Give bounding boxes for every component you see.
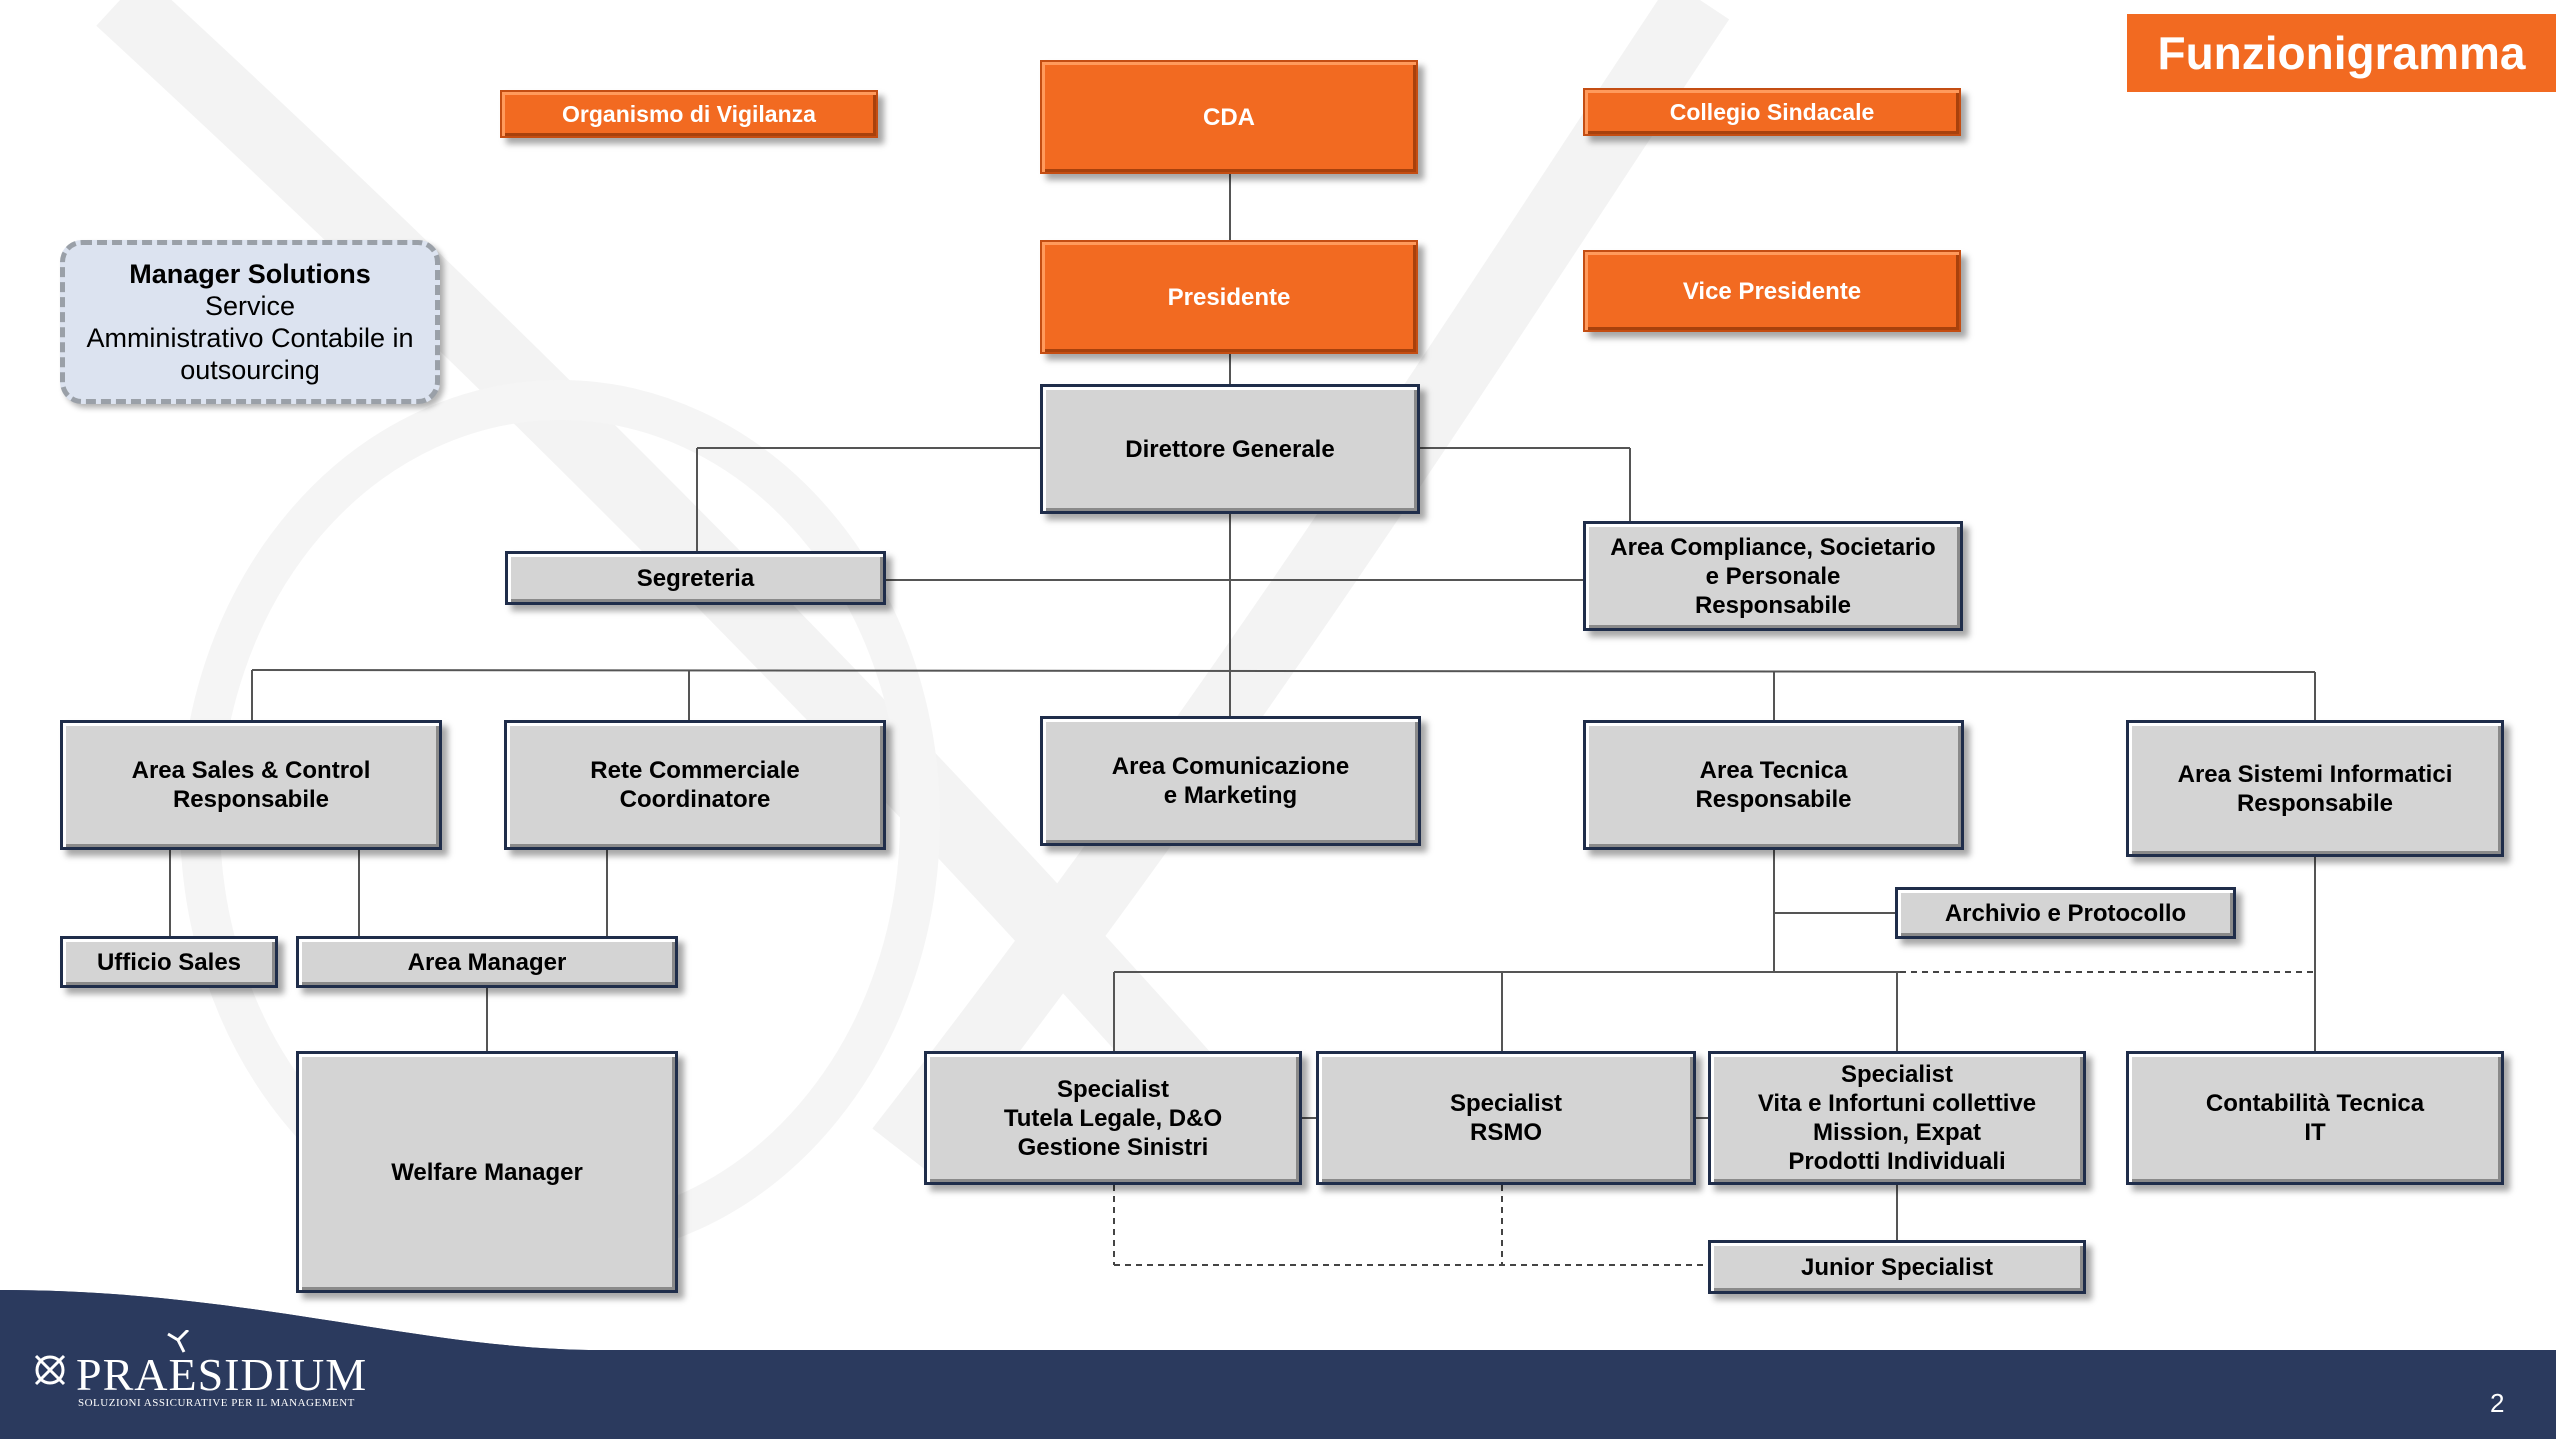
contabilita-tecnica-box: Contabilità Tecnica IT	[2126, 1051, 2504, 1185]
area-sales-control-box: Area Sales & Control Responsabile	[60, 720, 442, 850]
manager-solutions-line4: outsourcing	[180, 355, 320, 385]
manager-solutions-box: Manager Solutions Service Amministrativo…	[60, 240, 440, 404]
manager-solutions-line2: Service	[204, 291, 296, 321]
collegio-sindacale-box: Collegio Sindacale	[1583, 88, 1961, 136]
praesidium-logo-icon	[34, 1330, 190, 1386]
area-tecnica-box: Area Tecnica Responsabile	[1583, 720, 1964, 850]
vice-presidente-box: Vice Presidente	[1583, 250, 1961, 332]
logo-tagline: SOLUZIONI ASSICURATIVE PER IL MANAGEMENT	[78, 1397, 355, 1409]
page-title: Funzionigramma	[2127, 14, 2556, 92]
area-manager-box: Area Manager	[296, 936, 678, 988]
area-compliance-box: Area Compliance, Societario e Personale …	[1583, 521, 1963, 631]
page-number: 2	[2490, 1388, 2505, 1418]
cda-box: CDA	[1040, 60, 1418, 174]
welfare-manager-box: Welfare Manager	[296, 1051, 678, 1293]
specialist-vita-infortuni-box: Specialist Vita e Infortuni collettive M…	[1708, 1051, 2086, 1185]
specialist-tutela-legale-box: Specialist Tutela Legale, D&O Gestione S…	[924, 1051, 1302, 1185]
direttore-generale-box: Direttore Generale	[1040, 384, 1420, 514]
segreteria-box: Segreteria	[505, 551, 886, 605]
ufficio-sales-box: Ufficio Sales	[60, 936, 278, 988]
presidente-box: Presidente	[1040, 240, 1418, 354]
archivio-protocollo-box: Archivio e Protocollo	[1895, 887, 2236, 939]
specialist-rsmo-box: Specialist RSMO	[1316, 1051, 1696, 1185]
manager-solutions-line3: Amministrativo Contabile in	[86, 323, 414, 353]
manager-solutions-name: Manager Solutions	[129, 259, 371, 289]
logo-name: PRAESIDIUM	[76, 1349, 368, 1400]
organismo-vigilanza-box: Organismo di Vigilanza	[500, 90, 878, 138]
area-comunicazione-box: Area Comunicazione e Marketing	[1040, 716, 1421, 846]
footer-band	[0, 1290, 2556, 1439]
rete-commerciale-box: Rete Commerciale Coordinatore	[504, 720, 886, 850]
area-sistemi-informatici-box: Area Sistemi Informatici Responsabile	[2126, 720, 2504, 857]
junior-specialist-box: Junior Specialist	[1708, 1240, 2086, 1294]
